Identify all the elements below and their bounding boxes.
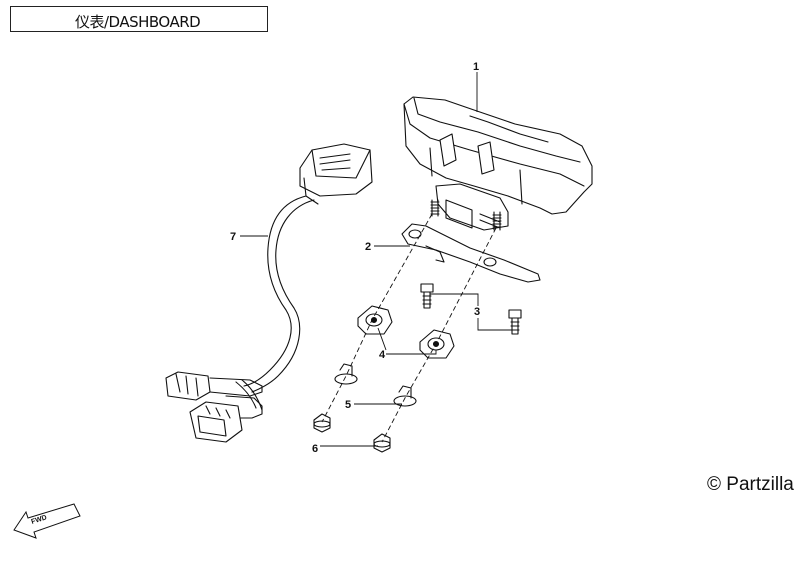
callout-3: 3 xyxy=(474,306,480,318)
callout-1: 1 xyxy=(473,61,479,73)
callout-4: 4 xyxy=(379,349,386,361)
fwd-arrow-icon: FWD xyxy=(13,503,81,539)
diagram-title: 仪表/DASHBOARD xyxy=(75,13,201,31)
fwd-label: FWD xyxy=(30,514,47,526)
mounting-bracket xyxy=(401,223,541,283)
dashboard-cluster xyxy=(403,96,593,231)
washer-left xyxy=(334,363,358,385)
bolt-left xyxy=(420,283,434,309)
copyright-watermark: © Partzilla xyxy=(707,474,794,495)
leader-lines xyxy=(240,72,512,447)
callout-2: 2 xyxy=(365,241,371,253)
nut-left xyxy=(313,413,331,433)
callout-7: 7 xyxy=(230,231,236,243)
title-box: 仪表/DASHBOARD xyxy=(10,6,268,32)
washer-right xyxy=(393,385,417,407)
wire-harness xyxy=(165,143,373,443)
callout-5: 5 xyxy=(345,399,351,411)
nut-right xyxy=(373,433,391,453)
grommet-left xyxy=(357,305,393,335)
bolt-right xyxy=(508,309,522,335)
callout-6: 6 xyxy=(312,443,318,455)
